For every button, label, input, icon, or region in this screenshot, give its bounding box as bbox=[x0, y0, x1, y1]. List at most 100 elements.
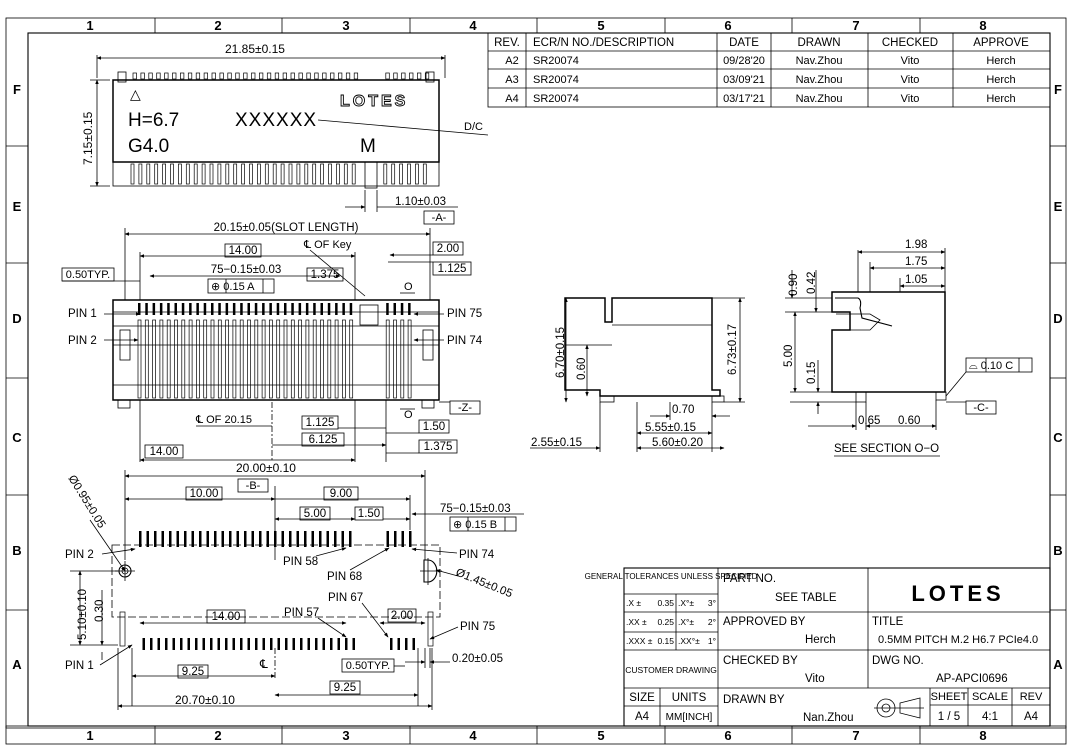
front-contact-leg bbox=[144, 319, 149, 399]
front-contact bbox=[211, 303, 214, 315]
front-contact bbox=[276, 303, 280, 315]
side-dim-560: 5.60±0.20 bbox=[652, 437, 703, 449]
tol-row-2-b: 0.25 bbox=[657, 617, 674, 627]
bottom-pin bbox=[280, 163, 285, 185]
pcb-pad bbox=[251, 531, 254, 547]
pcb-pad bbox=[274, 531, 277, 547]
rev-row-1-date: 09/28'20 bbox=[723, 55, 765, 67]
front-contact-leg bbox=[239, 319, 244, 399]
pcb-pad bbox=[352, 638, 355, 650]
top-pin bbox=[274, 72, 280, 80]
zone-col-1: 1 bbox=[86, 18, 93, 33]
pcb-pad bbox=[394, 531, 397, 547]
front-pin-75: PIN 75 bbox=[447, 308, 482, 320]
dwg-no-label: DWG NO. bbox=[872, 655, 924, 667]
pcb-pad bbox=[146, 531, 149, 547]
datum-b: -B- bbox=[246, 480, 261, 492]
front-contact bbox=[349, 303, 353, 315]
tol-header-text: GENERAL TOLERANCES UNLESS SPECIFIED bbox=[585, 572, 758, 581]
pcb-pad bbox=[386, 531, 389, 547]
zone-col-3: 3 bbox=[342, 18, 349, 33]
top-pin bbox=[156, 72, 161, 80]
front-view: 20.15±0.05(SLOT LENGTH) 14.00 ℄ OF Key 2… bbox=[61, 222, 483, 462]
pcb-pin-2: PIN 2 bbox=[65, 549, 94, 561]
side-right-height: 6.73±0.17 bbox=[727, 324, 739, 375]
front-contact bbox=[240, 303, 243, 315]
zone-col-6-bottom: 6 bbox=[724, 728, 731, 743]
dc-label: D/C bbox=[464, 121, 483, 133]
top-height-dim: 7.15±0.15 bbox=[81, 111, 95, 165]
pcb-dim-9-25-right: 9.25 bbox=[334, 682, 356, 694]
pcb-dim-5-00: 5.00 bbox=[304, 508, 326, 520]
title-label: TITLE bbox=[872, 616, 904, 628]
tol-row-1-d: 3° bbox=[708, 598, 716, 608]
top-pin bbox=[306, 72, 311, 80]
drawn-by-value: Nan.Zhou bbox=[803, 712, 854, 724]
top-pin-row bbox=[132, 72, 430, 80]
pcb-pad bbox=[255, 638, 258, 650]
rev-row-1-checked: Vito bbox=[901, 55, 920, 67]
section-dim-105: 1.05 bbox=[905, 274, 927, 286]
bottom-pin bbox=[328, 163, 332, 185]
rev-row-3-drawn: Nav.Zhou bbox=[796, 93, 843, 105]
checked-by-label: CHECKED BY bbox=[723, 655, 798, 667]
front-contact-leg bbox=[174, 319, 178, 399]
pcb-pad bbox=[217, 638, 220, 650]
top-pin bbox=[409, 72, 414, 80]
top-pin bbox=[259, 72, 264, 80]
front-contact bbox=[159, 303, 163, 315]
bottom-pin bbox=[241, 163, 245, 185]
front-contact-leg bbox=[166, 319, 171, 399]
bottom-pin-row bbox=[130, 163, 427, 185]
bottom-pin bbox=[154, 163, 159, 185]
bottom-pin bbox=[422, 163, 427, 185]
front-contact bbox=[408, 303, 411, 315]
pcb-pad bbox=[221, 531, 224, 547]
pcb-anchor-pad bbox=[119, 611, 126, 647]
rev-header-drawn: DRAWN bbox=[797, 37, 840, 49]
bottom-pin bbox=[138, 163, 143, 185]
rev-row-3-approve: Herch bbox=[986, 93, 1015, 105]
datum-z: -Z- bbox=[458, 402, 472, 414]
front-contact-leg bbox=[283, 319, 288, 399]
front-contact-leg bbox=[349, 319, 354, 399]
rev-row-1-drawn: Nav.Zhou bbox=[796, 55, 843, 67]
key-letter: M bbox=[360, 136, 376, 157]
tol-row-1-c: .X°± bbox=[678, 598, 694, 608]
rev-header-date: DATE bbox=[729, 37, 759, 49]
bottom-pin bbox=[415, 163, 419, 185]
title-block: GENERAL TOLERANCES UNLESS SPECIFIED .X ±… bbox=[585, 567, 1051, 727]
pcb-pitch-typ: 0.50TYP. bbox=[346, 660, 390, 672]
top-pin bbox=[195, 72, 201, 80]
bottom-pin bbox=[185, 163, 190, 185]
date-code: XXXXXX bbox=[235, 110, 317, 131]
rev-row-2-drawn: Nav.Zhou bbox=[796, 74, 843, 86]
top-pin bbox=[164, 72, 169, 80]
section-dim-065: 0.65 bbox=[858, 415, 880, 427]
front-contact bbox=[313, 303, 316, 315]
datum-a: -A- bbox=[432, 212, 447, 224]
zone-col-4: 4 bbox=[469, 18, 477, 33]
pcb-pad bbox=[157, 638, 160, 650]
bottom-pin bbox=[146, 163, 151, 185]
top-pin bbox=[180, 72, 185, 80]
pcb-pad bbox=[304, 531, 307, 547]
front-contact-leg bbox=[181, 319, 186, 399]
approved-by-value: Herch bbox=[805, 634, 836, 646]
zone-rows-right: F E D C B A bbox=[1050, 82, 1066, 672]
tol-row-2-c: .X°± bbox=[678, 617, 694, 627]
units-label: UNITS bbox=[672, 692, 707, 704]
pcb-pads bbox=[119, 531, 434, 650]
units-value: MM[INCH] bbox=[666, 712, 713, 723]
bottom-pin bbox=[178, 163, 182, 185]
pcb-pad bbox=[405, 638, 408, 650]
pcb-pad bbox=[259, 531, 262, 547]
top-pin bbox=[298, 72, 303, 80]
pcb-pad bbox=[184, 531, 187, 547]
pcb-dim-5-10: 5.10±0.10 bbox=[77, 589, 89, 640]
pcb-pad bbox=[311, 531, 314, 547]
zone-col-7: 7 bbox=[852, 18, 859, 33]
rev-row-1-desc: SR20074 bbox=[533, 55, 579, 67]
top-pin bbox=[385, 72, 390, 80]
pcb-pad bbox=[266, 531, 269, 547]
